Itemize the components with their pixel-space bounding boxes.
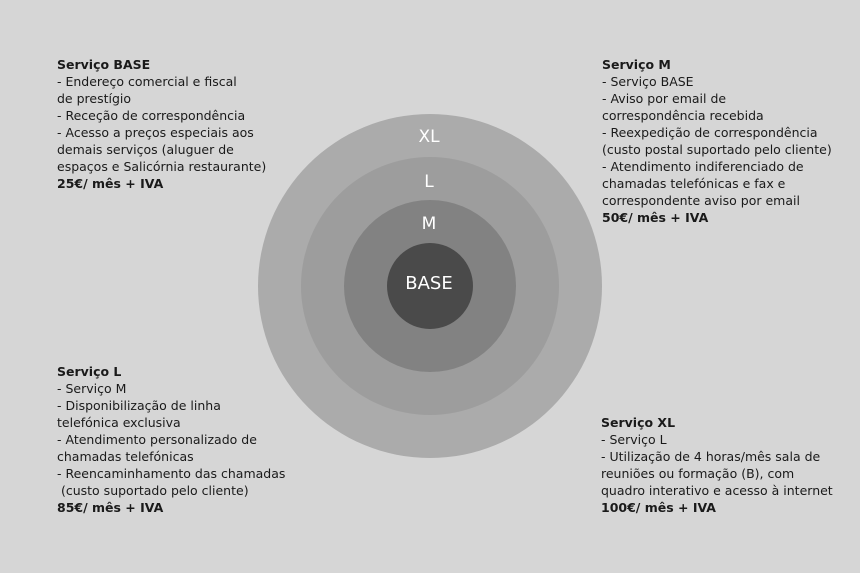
service-xl-line: quadro interativo e acesso à internet <box>601 483 833 498</box>
service-l-line: chamadas telefónicas <box>57 449 194 464</box>
service-m-line: chamadas telefónicas e fax e <box>602 176 786 191</box>
ring-base <box>387 243 473 329</box>
service-base-price: 25€/ mês + IVA <box>57 176 164 191</box>
service-m-title: Serviço M <box>602 57 671 72</box>
service-xl-line: - Serviço L <box>601 432 667 447</box>
service-base-line: demais serviços (aluguer de <box>57 142 234 157</box>
service-l-line: - Disponibilização de linha <box>57 398 221 413</box>
service-base-block: Serviço BASE - Endereço comercial e fisc… <box>57 56 266 192</box>
service-base-line: de prestígio <box>57 91 132 106</box>
service-l-line: - Atendimento personalizado de <box>57 432 257 447</box>
ring-label-l: L <box>424 172 434 192</box>
service-l-block: Serviço L - Serviço M - Disponibilização… <box>57 363 285 516</box>
service-m-line: - Aviso por email de <box>602 91 727 106</box>
service-base-line: - Receção de correspondência <box>57 108 246 123</box>
service-m-line: correspondente aviso por email <box>602 193 800 208</box>
service-xl-line: reuniões ou formação (B), com <box>601 466 795 481</box>
ring-label-xl: XL <box>418 127 440 147</box>
service-m-price: 50€/ mês + IVA <box>602 210 709 225</box>
service-l-price: 85€/ mês + IVA <box>57 500 164 515</box>
service-l-line: telefónica exclusiva <box>57 415 181 430</box>
service-m-line: correspondência recebida <box>602 108 764 123</box>
service-base-title: Serviço BASE <box>57 57 151 72</box>
service-m-block: Serviço M - Serviço BASE - Aviso por ema… <box>602 56 832 226</box>
ring-label-m: M <box>421 214 437 234</box>
service-l-line: - Serviço M <box>57 381 127 396</box>
service-l-line: (custo suportado pelo cliente) <box>57 483 249 498</box>
service-xl-line: - Utilização de 4 horas/mês sala de <box>601 449 821 464</box>
ring-label-base: BASE <box>405 273 453 294</box>
service-l-line: - Reencaminhamento das chamadas <box>57 466 286 481</box>
service-xl-price: 100€/ mês + IVA <box>601 500 716 515</box>
service-m-line: - Atendimento indiferenciado de <box>602 159 804 174</box>
service-m-line: - Reexpedição de correspondência <box>602 125 818 140</box>
service-m-line: - Serviço BASE <box>602 74 694 89</box>
service-xl-block: Serviço XL - Serviço L - Utilização de 4… <box>601 414 833 516</box>
service-base-line: espaços e Salicórnia restaurante) <box>57 159 267 174</box>
service-base-line: - Endereço comercial e fiscal <box>57 74 237 89</box>
service-base-line: - Acesso a preços especiais aos <box>57 125 254 140</box>
service-m-line: (custo postal suportado pelo cliente) <box>602 142 832 157</box>
service-xl-title: Serviço XL <box>601 415 676 430</box>
service-l-title: Serviço L <box>57 364 122 379</box>
